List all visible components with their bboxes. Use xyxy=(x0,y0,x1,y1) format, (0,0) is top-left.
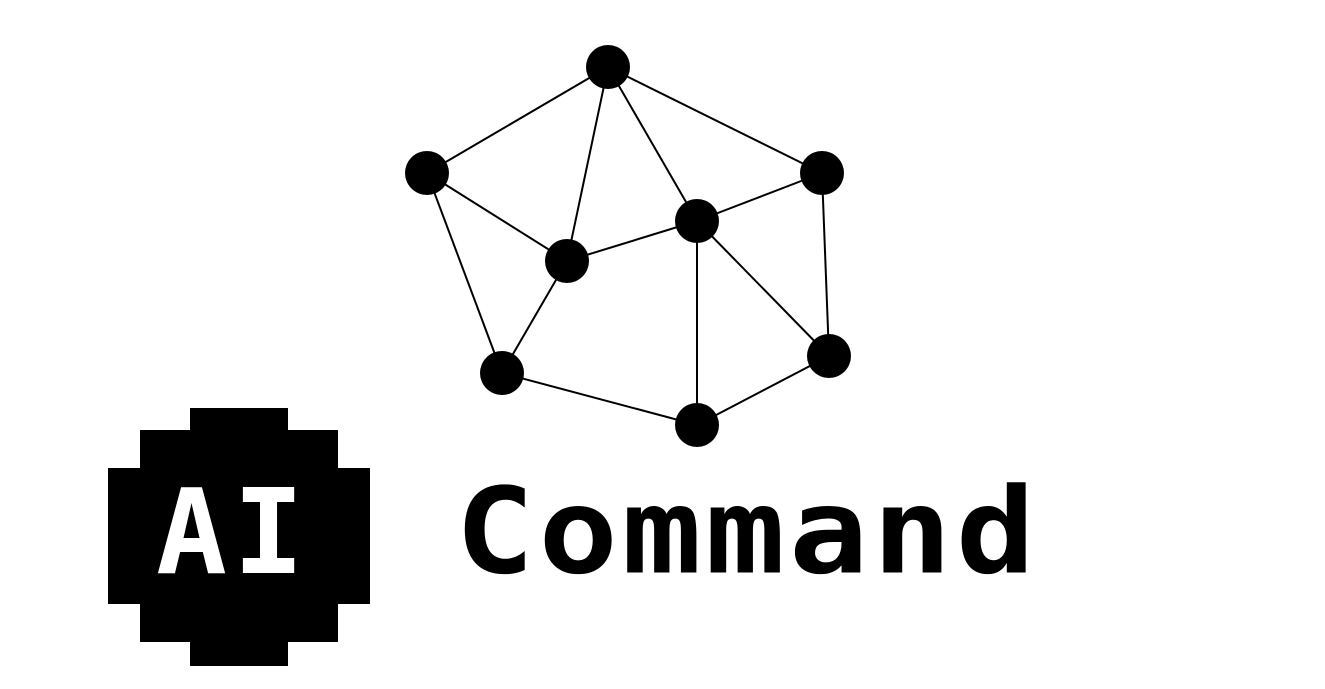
graph-node xyxy=(405,151,449,195)
graph-edge xyxy=(696,220,830,357)
graph-edge xyxy=(566,220,698,262)
ai-badge-text: AI xyxy=(155,463,311,601)
graph-node xyxy=(807,334,851,378)
logo-wordmark: Command xyxy=(455,462,1040,602)
ai-badge-icon xyxy=(108,408,370,666)
graph-node xyxy=(800,151,844,195)
graph-node xyxy=(675,199,719,243)
graph-edge xyxy=(501,372,698,426)
graph-edge xyxy=(821,172,830,357)
graph-node xyxy=(480,351,524,395)
graph-edge xyxy=(566,66,609,262)
graph-edge xyxy=(696,172,823,222)
graph-edge xyxy=(426,172,568,262)
graph-edge xyxy=(607,66,823,174)
graph-node xyxy=(586,45,630,89)
graph-edge xyxy=(426,66,609,174)
graph-edge xyxy=(696,355,830,426)
graph-node xyxy=(675,403,719,447)
graph-edge xyxy=(607,66,698,222)
graph-edge xyxy=(426,172,503,374)
graph-node xyxy=(545,239,589,283)
